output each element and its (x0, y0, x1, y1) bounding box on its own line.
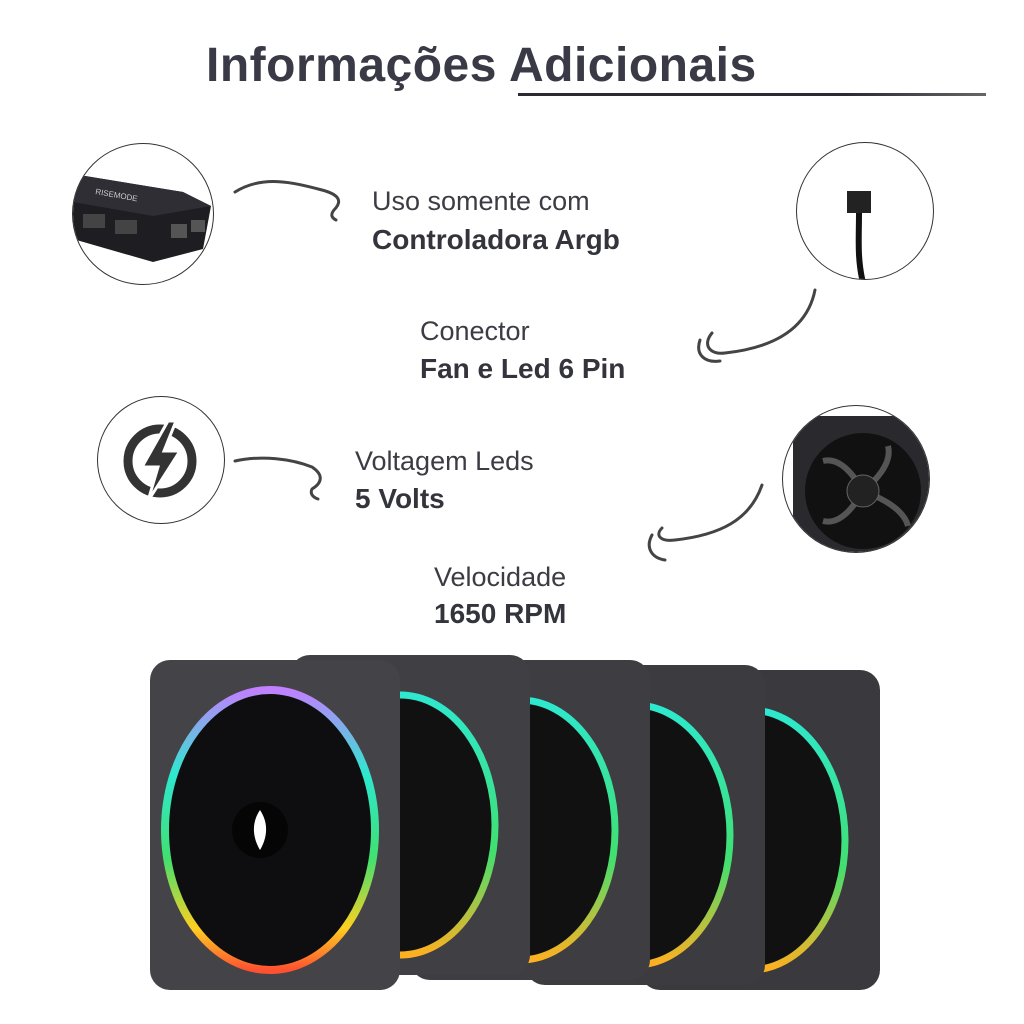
arrow-icon (647, 483, 764, 562)
connector-cable-image (796, 142, 934, 280)
title-underline (518, 93, 986, 96)
feature-label: Velocidade (434, 562, 567, 592)
arrow-icon (233, 180, 341, 222)
arrow-icon (697, 288, 817, 363)
voltage-icon-circle (97, 396, 225, 524)
feature-value: Fan e Led 6 Pin (420, 353, 626, 384)
lightning-bolt-icon (123, 419, 197, 502)
feature-label: Conector (420, 316, 530, 346)
page-title: Informações Adicionais (206, 39, 757, 92)
arrow-icon (233, 456, 322, 501)
fan-image (782, 405, 930, 553)
feature-value: 5 Volts (355, 483, 445, 514)
feature-label: Voltagem Leds (355, 446, 534, 476)
argb-controller-image: RISEMODE (72, 143, 214, 285)
feature-value: Controladora Argb (372, 224, 620, 255)
fan-product-photo (150, 655, 880, 990)
feature-label: Uso somente com (372, 186, 590, 216)
feature-value: 1650 RPM (434, 598, 567, 629)
